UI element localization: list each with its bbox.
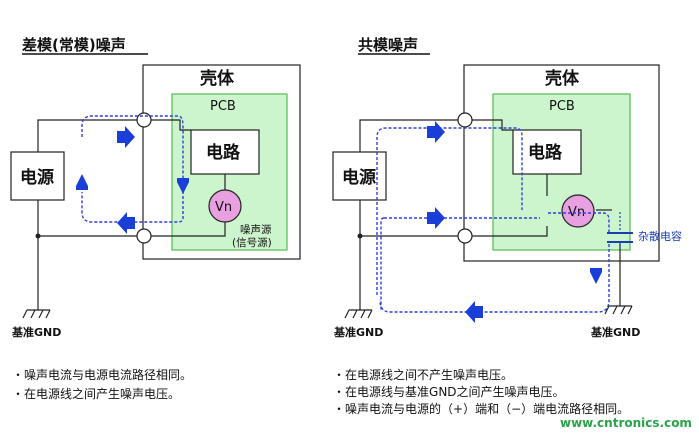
right-vn-source	[561, 194, 595, 228]
right-pcb-label: PCB	[549, 99, 575, 114]
left-vn-label: Vn	[215, 200, 232, 215]
left-gnd-symbol	[22, 309, 51, 319]
left-noise-path-top	[81, 115, 184, 186]
right-terminal-top	[457, 112, 473, 128]
right-title: 共模噪声	[358, 36, 418, 54]
right-note-2: ・在电源线与基准GND之间产生噪声电压。	[333, 385, 565, 399]
left-note-2: ・在电源线之间产生噪声电压。	[12, 387, 180, 401]
left-terminal-top	[136, 112, 152, 128]
left-arrow-right	[117, 126, 135, 148]
stray-capacitor	[607, 212, 633, 250]
right-arrow-top	[427, 121, 445, 143]
right-power-label: 电源	[342, 167, 376, 188]
left-terminal-bottom	[136, 228, 152, 244]
right-gnd-right-label: 基准GND	[590, 325, 640, 339]
left-noise-source-label: 噪声源	[240, 223, 272, 236]
right-noise-paths	[376, 127, 610, 313]
right-gnd-symbol-right	[604, 305, 633, 315]
left-gnd-label: 基准GND	[11, 325, 61, 339]
stray-cap-label: 杂散电容	[638, 229, 682, 243]
watermark: www.cntronics.com	[560, 416, 692, 430]
right-note-1: ・在电源线之间不产生噪声电压。	[333, 368, 513, 382]
left-vn-source	[208, 189, 242, 223]
right-arrow-mid	[427, 207, 445, 229]
right-gnd-left-label: 基准GND	[333, 325, 383, 339]
left-arrow-up	[76, 174, 88, 190]
right-terminal-bottom	[457, 228, 473, 244]
right-case-label: 壳体	[544, 68, 580, 89]
right-junction	[357, 233, 363, 239]
right-arrow-down	[590, 268, 602, 284]
left-arrow-down	[177, 178, 189, 194]
left-arrow-left	[117, 212, 135, 234]
left-case-label: 壳体	[199, 68, 235, 89]
right-circuit-label: 电路	[528, 142, 563, 163]
left-power-label: 电源	[20, 167, 54, 188]
right-arrow-left	[465, 301, 483, 323]
left-circuit-label: 电路	[206, 142, 241, 163]
right-vn-label: Vn	[568, 205, 585, 220]
left-note-1: ・噪声电流与电源电流路径相同。	[12, 367, 192, 382]
right-gnd-symbol-left	[344, 309, 373, 319]
left-title: 差模(常模)噪声	[22, 36, 126, 54]
left-signal-source-label: (信号源)	[232, 236, 272, 249]
left-pcb-label: PCB	[210, 99, 236, 114]
left-junction	[35, 233, 41, 239]
right-note-3: ・噪声电流与电源的（+）端和（−）端电流路径相同。	[333, 401, 629, 416]
